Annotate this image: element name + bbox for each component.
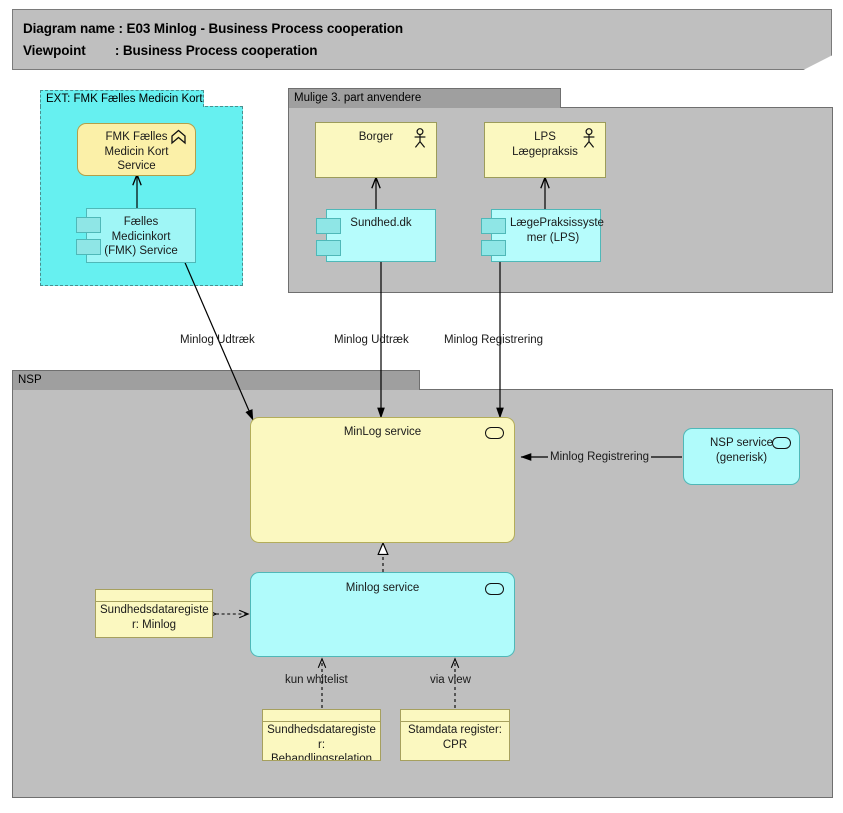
component-stub-bottom (76, 239, 101, 255)
node-stamdata-cpr-label: Stamdata register: CPR (408, 724, 502, 751)
diagram-name-value: : E03 Minlog - Business Process cooperat… (118, 21, 404, 36)
application-service-icon (485, 427, 504, 439)
node-fmk-component[interactable]: Fælles Medicinkort (FMK) Service (76, 208, 196, 263)
node-stamdata-cpr[interactable]: Stamdata register: CPR (400, 709, 510, 761)
node-nsp-service-label: NSP service (generisk) (709, 437, 774, 464)
node-lps-component[interactable]: LægePraksissyste mer (LPS) (481, 209, 604, 262)
component-stub-bottom (316, 240, 341, 256)
node-sundhed-component-label: Sundhed.dk (350, 217, 412, 229)
application-function-icon (171, 129, 186, 145)
diagram-name-key: Diagram name (23, 21, 119, 36)
node-fmk-component-label: Fælles Medicinkort (FMK) Service (104, 216, 178, 257)
component-stub-top (481, 218, 506, 234)
data-object-header-bar (263, 710, 380, 722)
edge-label-fmk-to-minlog: Minlog Udtræk (180, 334, 255, 346)
data-object-header-bar (401, 710, 509, 722)
data-object-header-bar (96, 590, 212, 602)
edge-label-lps-to-minlog: Minlog Registrering (444, 334, 544, 346)
edge-label-kun-whitelist: kun whitelist (285, 674, 348, 686)
application-service-icon (485, 583, 504, 595)
actor-icon (583, 128, 595, 148)
viewpoint-value: : Business Process cooperation (114, 43, 318, 58)
group-nsp-label: NSP (12, 370, 420, 390)
node-fmk-function-label: FMK Fælles Medicin Kort Service (104, 131, 169, 172)
diagram-title-banner: Diagram name : E03 Minlog - Business Pro… (12, 9, 832, 70)
node-sdr-behandlingsrelation-label: Sundhedsdataregiste r: Behandlingsrelati… (267, 724, 376, 761)
edge-label-sundhed-to-minlog: Minlog Udtræk (334, 334, 409, 346)
actor-icon (414, 128, 426, 148)
viewpoint-line: Viewpoint : Business Process cooperation (23, 43, 317, 58)
application-service-icon (772, 437, 791, 449)
component-stub-top (316, 218, 341, 234)
node-minlog-service-app-label: MinLog service (343, 426, 422, 438)
node-sdr-minlog[interactable]: Sundhedsdataregiste r: Minlog (95, 589, 213, 638)
group-third-party-label: Mulige 3. part anvendere (288, 88, 561, 108)
node-borger-actor[interactable]: Borger (315, 122, 437, 178)
edge-label-nsp-to-minlog: Minlog Registrering (548, 451, 652, 464)
group-third-party[interactable]: Mulige 3. part anvendere (288, 88, 833, 293)
component-stub-top (76, 217, 101, 233)
node-minlog-service-app[interactable]: MinLog service (250, 417, 515, 543)
node-borger-actor-label: Borger (358, 131, 394, 143)
node-sundhed-component[interactable]: Sundhed.dk (316, 209, 436, 262)
group-ext-fmk-label: EXT: FMK Fælles Medicin Kort (40, 90, 204, 107)
node-nsp-service[interactable]: NSP service (generisk) (683, 428, 800, 485)
node-sdr-behandlingsrelation[interactable]: Sundhedsdataregiste r: Behandlingsrelati… (262, 709, 381, 761)
node-minlog-service-tech-label: Minlog service (345, 582, 420, 594)
node-minlog-service-tech[interactable]: Minlog service (250, 572, 515, 657)
node-sdr-minlog-label: Sundhedsdataregiste r: Minlog (100, 604, 209, 631)
viewpoint-key: Viewpoint (23, 43, 115, 58)
node-fmk-function[interactable]: FMK Fælles Medicin Kort Service (77, 123, 196, 176)
edge-label-via-view: via view (430, 674, 471, 686)
diagram-name-line: Diagram name : E03 Minlog - Business Pro… (23, 21, 403, 36)
node-lps-actor-label: LPS Lægepraksis (512, 131, 578, 158)
component-stub-bottom (481, 240, 506, 256)
node-lps-component-label: LægePraksissyste mer (LPS) (510, 217, 604, 244)
node-lps-actor[interactable]: LPS Lægepraksis (484, 122, 606, 178)
